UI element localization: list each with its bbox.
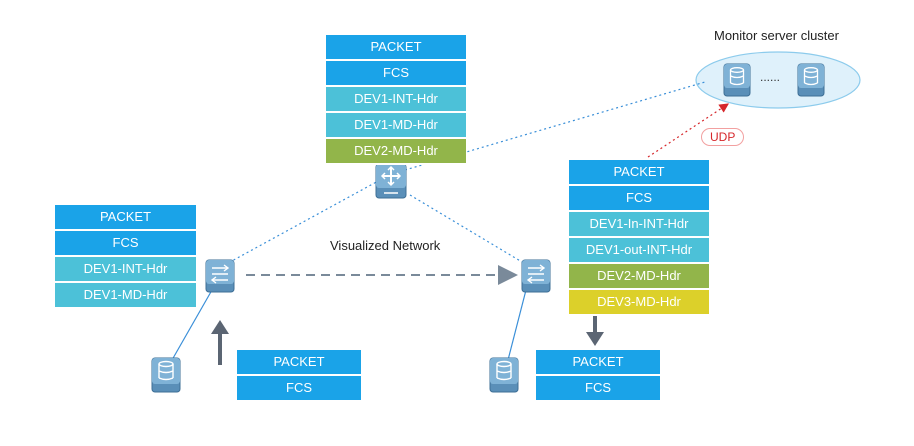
network-label: Visualized Network	[330, 238, 441, 253]
link-right-host	[507, 289, 527, 361]
stack-cell: DEV2-MD-Hdr	[569, 264, 709, 290]
cluster-server-icon-1	[723, 63, 751, 97]
right-switch-icon	[521, 259, 551, 293]
right-host-server-icon	[489, 357, 519, 393]
stack-cell: DEV1-MD-Hdr	[326, 113, 466, 139]
link-center-right	[409, 194, 523, 263]
egress-arrow-head	[586, 332, 604, 346]
cluster-server-icon-2	[797, 63, 825, 97]
udp-badge: UDP	[701, 128, 745, 146]
stack-cell: PACKET	[237, 350, 361, 376]
ingress-arrow-head	[211, 320, 229, 334]
left-switch-icon	[205, 259, 235, 293]
stack-cell: FCS	[536, 376, 660, 402]
cluster-dots: ......	[760, 70, 781, 84]
link-left-host	[171, 289, 213, 361]
router-icon	[375, 163, 407, 199]
input-packet-stack: PACKET FCS	[237, 350, 361, 402]
left-packet-stack: PACKET FCS DEV1-INT-Hdr DEV1-MD-Hdr	[55, 205, 196, 309]
link-center-cluster	[404, 81, 706, 171]
stack-cell: PACKET	[569, 160, 709, 186]
stack-cell: DEV1-In-INT-Hdr	[569, 212, 709, 238]
udp-arrow	[647, 103, 730, 158]
stack-cell: DEV1-MD-Hdr	[55, 283, 196, 309]
link-center-left	[229, 179, 381, 263]
stack-cell: PACKET	[326, 35, 466, 61]
stack-cell: DEV1-INT-Hdr	[326, 87, 466, 113]
top-packet-stack: PACKET FCS DEV1-INT-Hdr DEV1-MD-Hdr DEV2…	[326, 35, 466, 165]
output-packet-stack: PACKET FCS	[536, 350, 660, 402]
stack-cell: FCS	[569, 186, 709, 212]
stack-cell: FCS	[237, 376, 361, 402]
cluster-label: Monitor server cluster	[714, 28, 839, 43]
left-host-server-icon	[151, 357, 181, 393]
stack-cell: PACKET	[55, 205, 196, 231]
stack-cell: PACKET	[536, 350, 660, 376]
stack-cell: DEV2-MD-Hdr	[326, 139, 466, 165]
right-packet-stack: PACKET FCS DEV1-In-INT-Hdr DEV1-out-INT-…	[569, 160, 709, 316]
stack-cell: DEV3-MD-Hdr	[569, 290, 709, 316]
stack-cell: DEV1-out-INT-Hdr	[569, 238, 709, 264]
stack-cell: FCS	[326, 61, 466, 87]
stack-cell: DEV1-INT-Hdr	[55, 257, 196, 283]
stack-cell: FCS	[55, 231, 196, 257]
